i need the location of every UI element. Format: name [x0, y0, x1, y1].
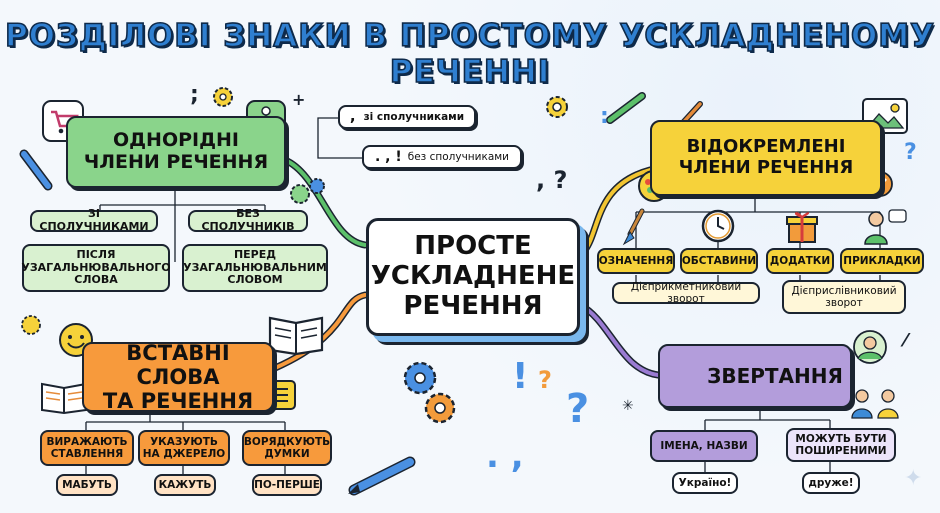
user-avatar-icon [853, 330, 887, 364]
gears-icon [290, 178, 325, 204]
can-be-extended-box: МОЖУТЬ БУТИ ПОШИРЕНИМИ [786, 428, 896, 462]
book-icon [268, 316, 324, 356]
inserted-head-line1: ВСТАВНІ СЛОВА [126, 340, 230, 389]
with-conjunctions-box: ЗІ СПОЛУЧНИКАМИ [30, 208, 158, 233]
center-line1: ПРОСТЕ [414, 231, 532, 262]
attribute-box: ОЗНАЧЕННЯ [597, 248, 675, 274]
clock-icon [701, 209, 735, 243]
apposition-box: ПРИКЛАДКИ [840, 248, 924, 274]
decor-comma: , ? [536, 166, 568, 194]
separated-head-line2: ЧЛЕНИ РЕЧЕННЯ [678, 157, 854, 178]
people-chat-icon [851, 389, 899, 419]
center-line2: УСКЛАДНЕНЕ [370, 261, 576, 292]
note-with-conjunctions: , зі сполучниками [338, 105, 476, 129]
homogeneous-head-line1: ОДНОРІДНІ [112, 129, 239, 152]
after-line3: СЛОВА [74, 273, 118, 287]
object-box: ДОДАТКИ [766, 248, 834, 274]
gift-icon [786, 212, 818, 243]
homogeneous-head-line2: ЧЛЕНИ РЕЧЕННЯ [83, 151, 269, 173]
center-node: ПРОСТЕ УСКЛАДНЕНЕ РЕЧЕННЯ [366, 218, 580, 336]
brush-icon [622, 208, 645, 246]
parenthetical-words-box: ВСТАВНІ СЛОВА ТА РЕЧЕННЯ [82, 340, 274, 414]
open-book-icon [41, 382, 87, 414]
participle-phrase-box: Дієприкметниковий зворот [612, 281, 760, 305]
indicate-source-box: УКАЗУЮТЬ НА ДЖЕРЕЛО [138, 430, 230, 466]
example-kazhut: КАЖУТЬ [154, 474, 216, 496]
separated-head-line1: ВІДОКРЕМЛЕНІ [686, 136, 846, 158]
decor-plus: + [292, 90, 306, 109]
after-line2: УЗАГАЛЬНЮВАЛЬНОГО [21, 260, 171, 274]
note1-text: зі сполучниками [363, 110, 465, 123]
decor-star: ✦ [904, 466, 923, 491]
decor-colon: : [600, 104, 609, 129]
page-title: РОЗДІЛОВІ ЗНАКИ В ПРОСТОМУ УСКЛАДНЕНОМУ … [4, 17, 936, 91]
decor-sparkle: ✳ [622, 398, 634, 414]
before-line2: УЗАГАЛЬНЮВАЛЬНИМ [183, 260, 327, 274]
example-ukraino: Україно! [672, 472, 738, 494]
decor-question: ? [904, 140, 917, 165]
person-speaking-icon [864, 209, 907, 245]
after-general-word-box: ПІСЛЯ УЗАГАЛЬНЮВАЛЬНОГО СЛОВА [21, 244, 171, 292]
inserted-head-line2: ТА РЕЧЕННЯ [102, 389, 254, 414]
note-without-conjunctions: . , ! без сполучниками [362, 145, 522, 169]
without-conjunctions-box: БЕЗ СПОЛУЧНИКІВ [188, 208, 308, 233]
sun-gear-icon [21, 315, 41, 335]
adverbial-modifier-box: ОБСТАВИНИ [680, 248, 758, 274]
decor-question-big: ? [566, 386, 590, 432]
separated-members-box: ВІДОКРЕМЛЕНІ ЧЛЕНИ РЕЧЕННЯ [650, 120, 882, 196]
homogeneous-members-box: ОДНОРІДНІ ЧЛЕНИ РЕЧЕННЯ [66, 116, 286, 188]
example-po-pershe: ПО-ПЕРШЕ [252, 474, 322, 496]
decor-slash: ⁄ [904, 330, 908, 351]
decor-semicolon: ; [190, 82, 199, 107]
decor-comma-big: . , [486, 436, 524, 476]
after-line1: ПІСЛЯ [76, 248, 116, 262]
gear-small-icon [213, 87, 233, 107]
pen-green-icon [606, 92, 646, 124]
address-box: ЗВЕРТАННЯ [658, 344, 852, 408]
note2-text: без сполучниками [407, 150, 510, 163]
pencil-icon [348, 456, 416, 496]
center-line3: РЕЧЕННЯ [403, 290, 543, 321]
gears-center-icon [403, 361, 456, 424]
before-line1: ПЕРЕД [233, 248, 277, 262]
example-druzhe: друже! [802, 472, 860, 494]
adverbial-participle-box: Дієприслівниковий зворот [782, 280, 906, 314]
example-mabut: МАБУТЬ [56, 474, 118, 496]
names-box: ІМЕНА, НАЗВИ [650, 430, 758, 462]
before-general-word-box: ПЕРЕД УЗАГАЛЬНЮВАЛЬНИМ СЛОВОМ [182, 244, 328, 292]
pen-icon [19, 149, 53, 191]
note1-mark: , [349, 107, 356, 126]
express-attitude-box: ВИРАЖАЮТЬ СТАВЛЕННЯ [40, 430, 134, 466]
gear-icon [546, 96, 568, 118]
decor-question-orange: ? [538, 366, 552, 394]
order-thoughts-box: ВОРЯДКУЮТЬ ДУМКИ [242, 430, 332, 466]
before-line3: СЛОВОМ [227, 273, 283, 287]
note2-mark: . , ! [374, 148, 402, 165]
decor-exclaim: ! [512, 356, 529, 397]
